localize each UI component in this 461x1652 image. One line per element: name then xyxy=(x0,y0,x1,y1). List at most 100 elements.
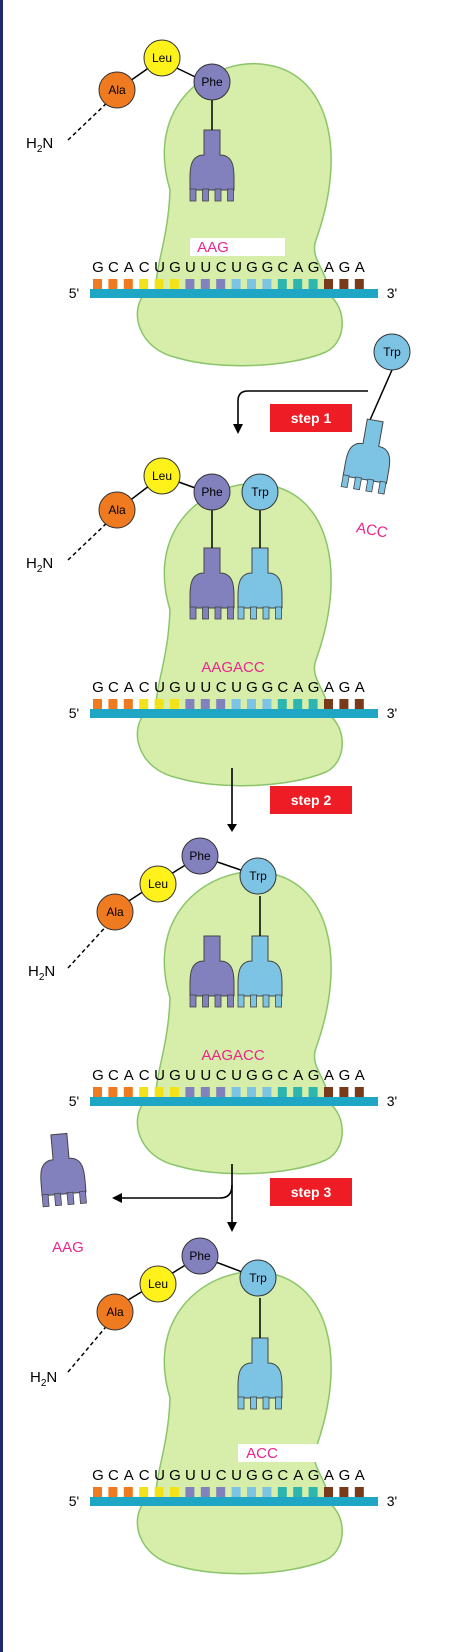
mrna-base-tooth xyxy=(139,1087,149,1097)
mrna-base-tooth xyxy=(354,699,364,709)
ribosome-large-subunit xyxy=(155,63,332,301)
dashed-chain xyxy=(67,99,111,141)
mrna-base-tooth xyxy=(200,1487,210,1497)
leu-circle xyxy=(139,865,177,903)
leu-label: Leu xyxy=(148,877,168,891)
trna-trp xyxy=(237,935,283,1008)
mrna-base-tooth xyxy=(200,699,210,709)
mrna-base: A xyxy=(293,1467,303,1484)
mrna-base-tooth xyxy=(108,1487,118,1497)
mrna-base: G xyxy=(308,1067,320,1084)
trp-circle xyxy=(239,1259,277,1297)
ribosome-small-subunit xyxy=(136,291,343,367)
mrna-base-tooth xyxy=(123,1487,133,1497)
trna-phe-tooth xyxy=(227,188,234,202)
anticodon-phe: AAG xyxy=(197,239,229,256)
trna-phe-released-tooth xyxy=(79,1190,87,1204)
phe-label: Phe xyxy=(201,75,223,89)
ala-circle xyxy=(98,71,136,109)
trp-amino-acid: Trp xyxy=(239,1259,277,1297)
trna-trp-incoming-tooth xyxy=(353,476,362,491)
mrna-backbone xyxy=(90,1497,378,1506)
ala-label: Ala xyxy=(106,905,124,919)
mrna-backbone xyxy=(90,289,378,298)
mrna-base-tooth xyxy=(216,1487,226,1497)
mrna-base-tooth xyxy=(200,279,210,289)
trna-trp-tooth xyxy=(262,606,270,620)
mrna-base-tooth xyxy=(324,279,333,289)
trna-trp-tooth xyxy=(237,994,245,1008)
anticodon-trp: ACC xyxy=(355,519,389,541)
trna-trp-body xyxy=(237,1337,283,1399)
mrna-base-tooth xyxy=(154,279,164,289)
trp-amino-acid: Trp xyxy=(241,473,279,511)
trna-phe-tooth xyxy=(202,606,209,620)
mrna-base: G xyxy=(308,679,320,696)
mrna-base: G xyxy=(92,259,104,276)
mrna-base: G xyxy=(92,1467,104,1484)
three-prime-label: 3' xyxy=(387,1093,397,1109)
anticodon-trp: ACC xyxy=(246,1445,278,1462)
trna-trp-tooth xyxy=(262,1396,270,1410)
mrna-base-tooth xyxy=(247,699,256,709)
anticodon-box xyxy=(238,1444,333,1462)
mrna-base-tooth xyxy=(108,1087,118,1097)
trp-circle xyxy=(241,473,279,511)
mrna-base: C xyxy=(108,679,119,696)
mrna-base: C xyxy=(139,1067,150,1084)
mrna-base: U xyxy=(185,259,196,276)
ala-circle xyxy=(96,893,134,931)
mrna-base: U xyxy=(231,1467,242,1484)
trna-phe-tooth xyxy=(189,188,197,202)
mrna-base: C xyxy=(277,1467,288,1484)
trna-phe xyxy=(189,935,235,1008)
leu-amino-acid: Leu xyxy=(143,39,181,77)
mrna-base: A xyxy=(324,1067,334,1084)
mrna-base-tooth xyxy=(139,1487,149,1497)
mrna-base: C xyxy=(216,1067,227,1084)
mrna-base-tooth xyxy=(308,1487,318,1497)
phe-circle xyxy=(181,1237,219,1275)
mrna-base: G xyxy=(92,1067,104,1084)
mrna-base: G xyxy=(262,1067,274,1084)
ala-circle xyxy=(98,491,136,529)
mrna-base-tooth xyxy=(154,1087,164,1097)
mrna-base-tooth xyxy=(108,699,118,709)
amino-terminus-label: H2N xyxy=(30,1369,57,1389)
trna-phe-released-tooth xyxy=(54,1192,62,1207)
mrna-base: C xyxy=(216,1467,227,1484)
mrna-base: A xyxy=(293,679,303,696)
step-label: step 1 xyxy=(291,410,332,426)
mrna-base: A xyxy=(355,1067,365,1084)
three-prime-label: 3' xyxy=(387,705,397,721)
mrna-base: U xyxy=(231,679,242,696)
trna-phe-tooth xyxy=(214,994,222,1008)
trp-label: Trp xyxy=(249,869,267,883)
mrna-base-tooth xyxy=(170,279,179,289)
mrna-base: C xyxy=(216,259,227,276)
mrna-base-tooth xyxy=(354,1487,364,1497)
trna-phe-tooth xyxy=(189,994,197,1008)
mrna-base: C xyxy=(108,259,119,276)
mrna-base-tooth xyxy=(247,1487,256,1497)
phe-circle xyxy=(193,63,231,101)
mrna-base: A xyxy=(324,1467,334,1484)
mrna-base: G xyxy=(169,259,181,276)
trna-trp-incoming-tooth xyxy=(365,478,375,493)
trna-trp-tooth xyxy=(237,606,245,620)
trna-trp xyxy=(237,1337,283,1410)
link xyxy=(369,369,393,421)
mrna-base-tooth xyxy=(231,1487,241,1497)
mrna-base: A xyxy=(355,259,365,276)
mrna-base-tooth xyxy=(293,699,303,709)
trna-trp-incoming-tooth xyxy=(377,480,387,495)
trp-amino-acid: Trp xyxy=(239,857,277,895)
step-2-area: step 2 xyxy=(227,768,352,832)
mrna-base: G xyxy=(169,679,181,696)
trna-trp-tooth xyxy=(250,606,257,620)
trna-phe-body xyxy=(189,547,235,609)
ala-label: Ala xyxy=(108,503,126,517)
trna-phe xyxy=(189,547,235,620)
